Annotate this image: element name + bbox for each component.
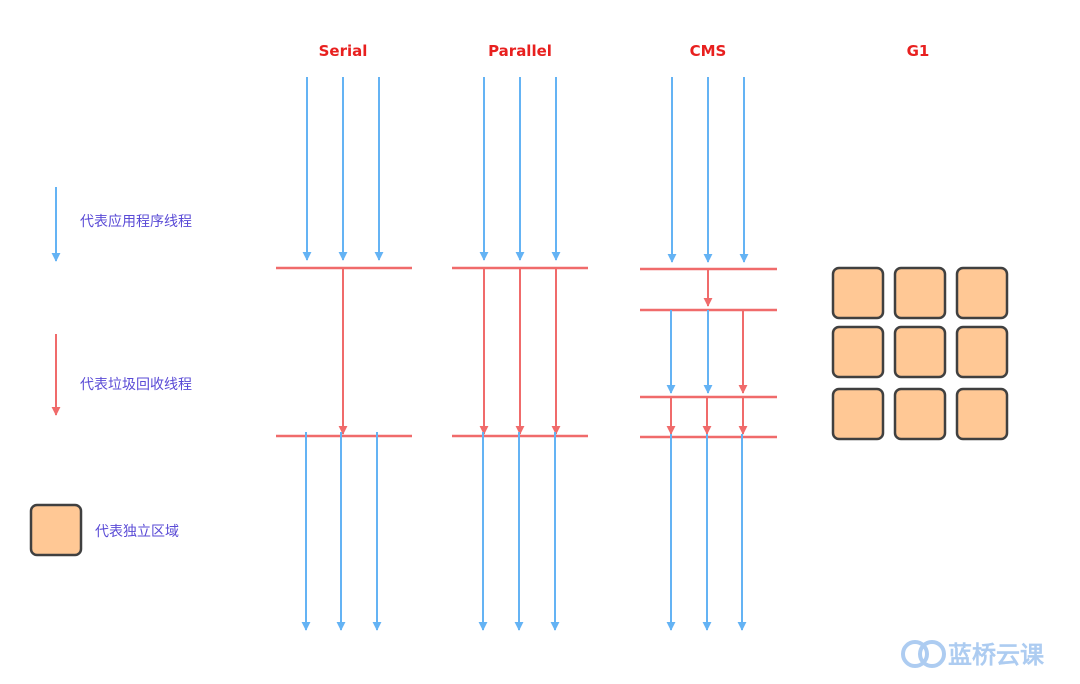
region-box <box>831 266 885 320</box>
legend: 代表应用程序线程 代表垃圾回收线程 代表独立区域 <box>29 187 192 557</box>
watermark: 蓝桥云课 <box>901 640 1045 669</box>
region-box <box>955 266 1009 320</box>
legend-region-icon <box>29 503 83 557</box>
legend-gc-thread-label: 代表垃圾回收线程 <box>80 377 192 393</box>
region-box <box>831 387 885 441</box>
legend-app-thread-label: 代表应用程序线程 <box>80 213 192 230</box>
parallel-column <box>452 77 588 631</box>
parallel-title: Parallel <box>488 42 552 60</box>
region-box <box>893 325 947 379</box>
watermark-text: 蓝桥云课 <box>948 641 1045 669</box>
g1-title: G1 <box>907 42 930 60</box>
region-box <box>831 325 885 379</box>
region-box <box>955 325 1009 379</box>
region-box <box>893 387 947 441</box>
cms-title: CMS <box>690 42 727 60</box>
serial-column <box>276 77 412 631</box>
legend-region-label: 代表独立区域 <box>95 524 179 540</box>
region-box <box>893 266 947 320</box>
g1-region-grid <box>831 266 1009 441</box>
serial-title: Serial <box>319 42 368 60</box>
region-box <box>955 387 1009 441</box>
cloud-logo-icon <box>901 640 946 668</box>
cms-column <box>640 77 777 631</box>
